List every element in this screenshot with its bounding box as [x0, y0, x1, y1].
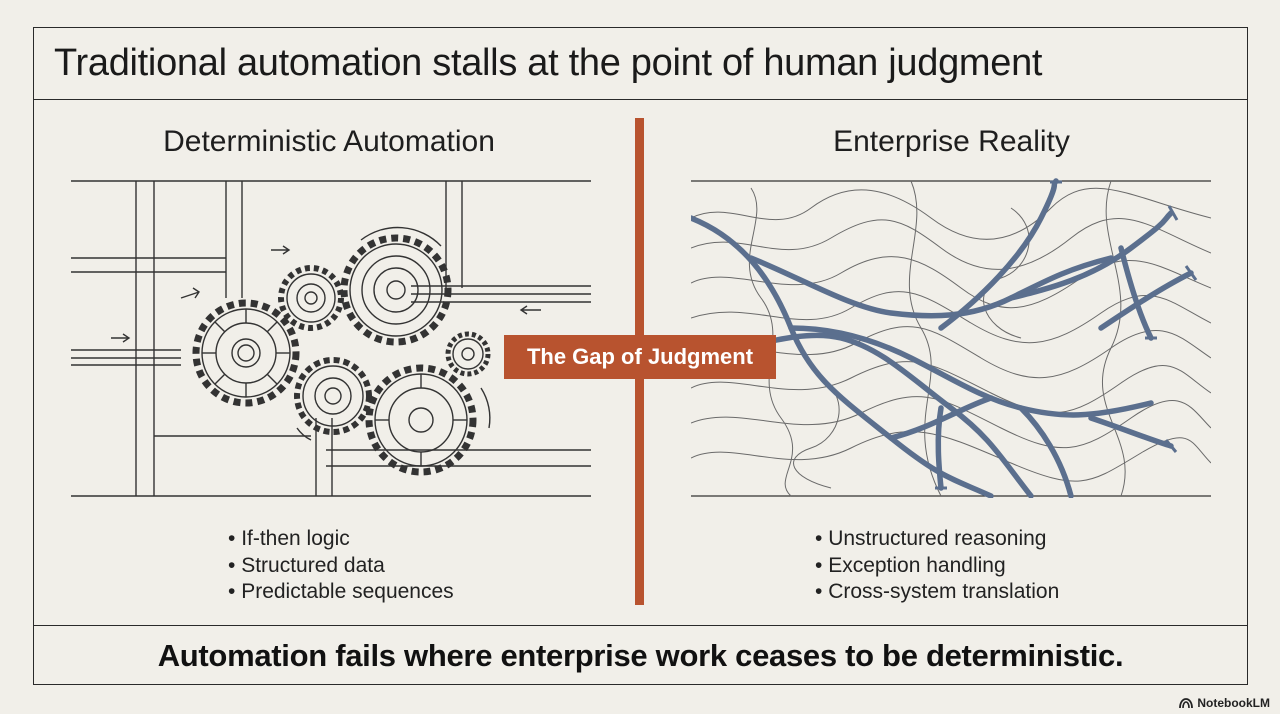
- right-panel-heading: Enterprise Reality: [833, 125, 1070, 158]
- footer-bar: Automation fails where enterprise work c…: [34, 625, 1247, 685]
- gap-of-judgment-label: The Gap of Judgment: [504, 335, 776, 379]
- notebooklm-logo-icon: [1179, 697, 1194, 708]
- right-bullet-list: Unstructured reasoning Exception handlin…: [815, 526, 1059, 606]
- list-item: If-then logic: [228, 526, 454, 553]
- footer-statement: Automation fails where enterprise work c…: [157, 638, 1124, 673]
- list-item: Structured data: [228, 553, 454, 580]
- title-bar: Traditional automation stalls at the poi…: [34, 28, 1247, 100]
- left-bullet-list: If-then logic Structured data Predictabl…: [228, 526, 454, 606]
- list-item: Predictable sequences: [228, 579, 453, 606]
- list-item: Exception handling: [815, 553, 1059, 580]
- list-item: Unstructured reasoning: [815, 526, 1059, 553]
- brand-name: NotebookLM: [1197, 696, 1270, 710]
- slide-title: Traditional automation stalls at the poi…: [54, 42, 1043, 84]
- left-panel-heading: Deterministic Automation: [163, 125, 495, 158]
- brand-watermark: NotebookLM: [1179, 696, 1270, 710]
- list-item: Cross-system translation: [815, 579, 1059, 606]
- slide-frame: Traditional automation stalls at the poi…: [33, 27, 1248, 685]
- gears-illustration: [71, 180, 591, 497]
